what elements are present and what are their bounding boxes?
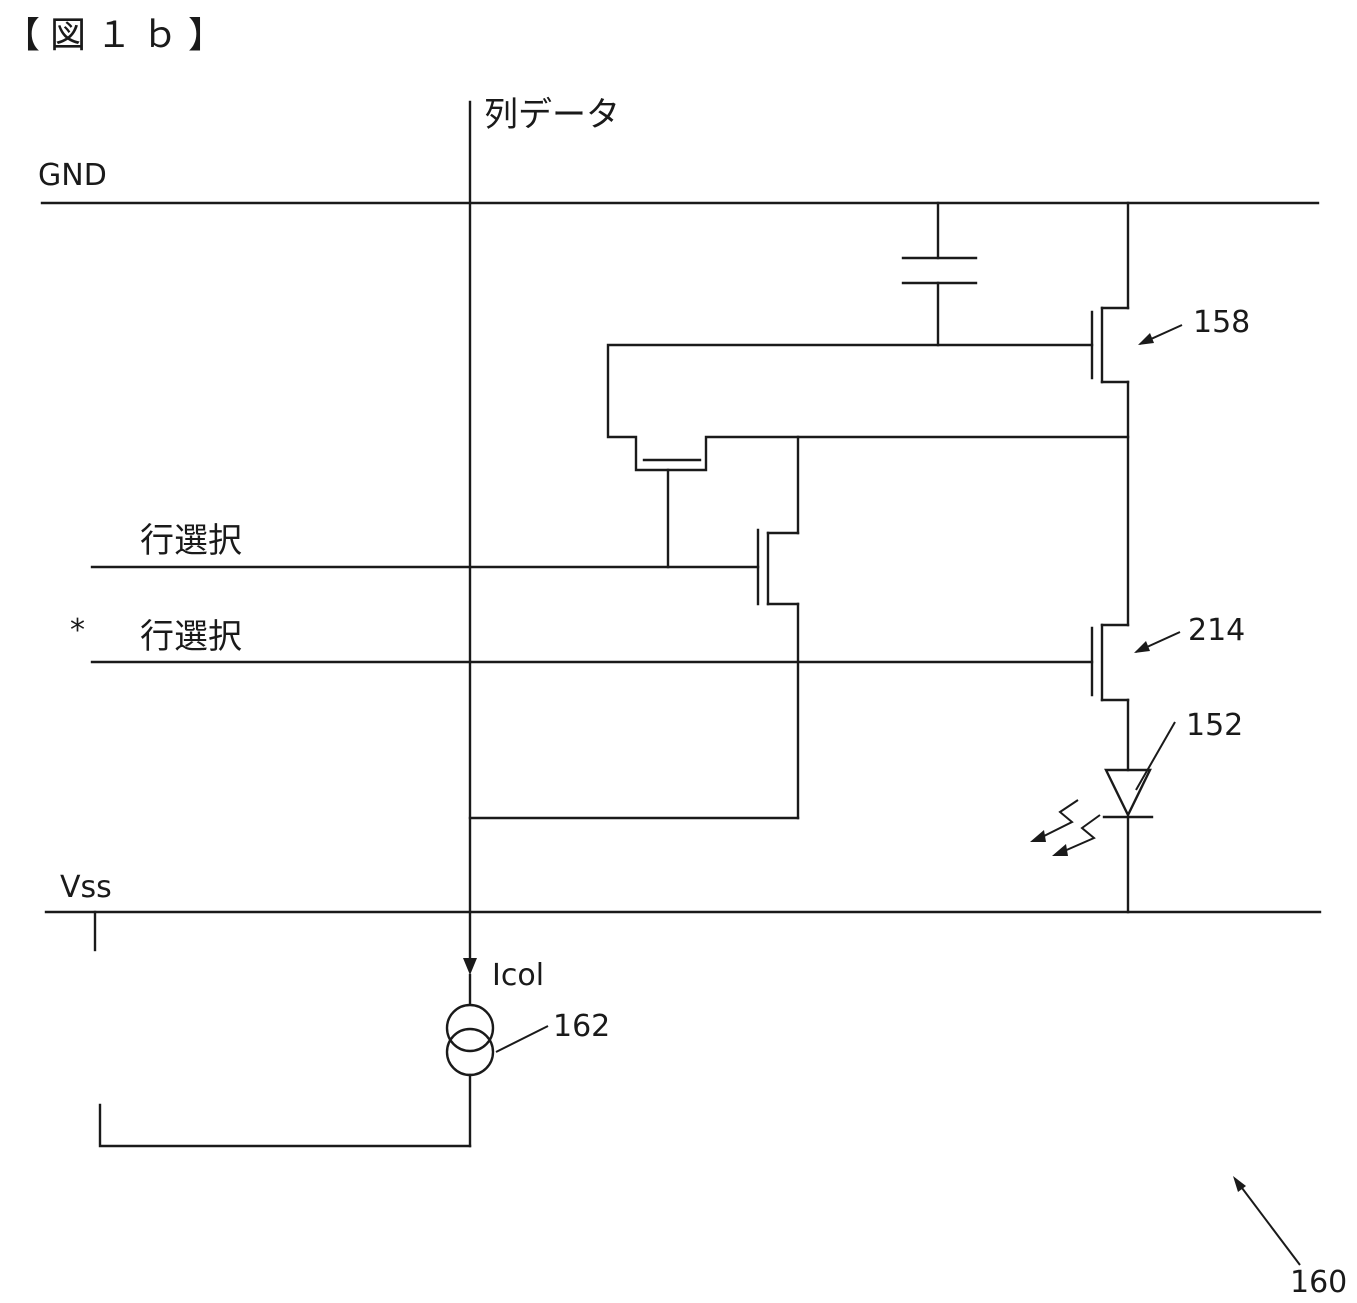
ref-162-leader	[496, 1026, 548, 1052]
current-source-162	[447, 975, 493, 1146]
ref-160: 160	[1290, 1265, 1347, 1300]
ref-158-arrowhead	[1138, 333, 1154, 345]
column-data-label: 列データ	[484, 95, 620, 135]
row-select-bar-label: 行選択	[140, 617, 242, 657]
led-152	[1104, 770, 1152, 912]
row-select-label: 行選択	[140, 521, 242, 561]
gate-node-wire	[608, 345, 1128, 470]
switch-transistor-214	[1092, 625, 1128, 770]
ref-152-leader	[1136, 722, 1175, 790]
ref-158: 158	[1193, 305, 1250, 340]
storage-capacitor	[903, 203, 976, 345]
icol-arrow	[463, 958, 477, 975]
vss-label: Vss	[60, 870, 112, 905]
ref-214: 214	[1188, 613, 1245, 648]
figure-label: 【図１ｂ】	[4, 15, 234, 56]
light-emission-icon	[1030, 800, 1100, 856]
ref-160-leader	[1236, 1180, 1300, 1265]
icol-label: Icol	[492, 958, 544, 993]
return-wire	[100, 1105, 470, 1146]
ref-162: 162	[553, 1009, 610, 1044]
ref-152: 152	[1186, 708, 1243, 743]
ref-214-arrowhead	[1134, 641, 1150, 653]
row-select-transistor	[758, 437, 798, 818]
row-select-bar-mark: *	[70, 613, 85, 648]
gnd-label: GND	[38, 158, 107, 193]
drive-transistor-158	[1092, 203, 1128, 625]
